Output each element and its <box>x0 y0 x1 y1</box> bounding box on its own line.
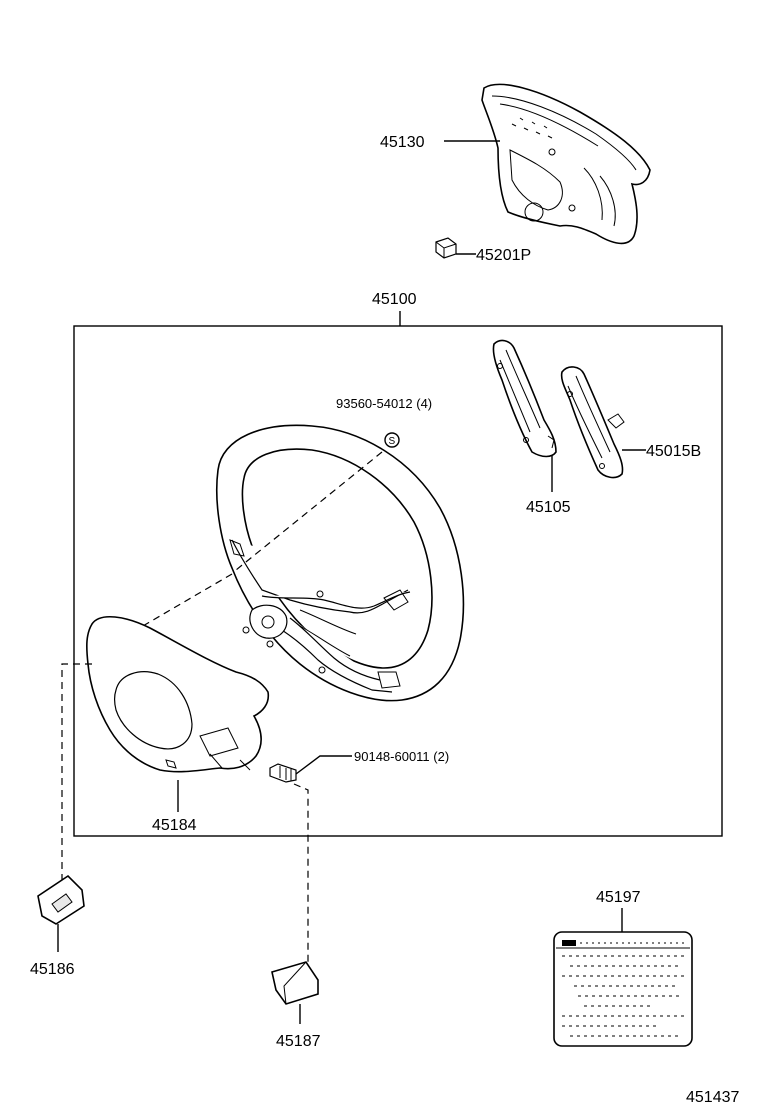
switch-right-part <box>560 366 625 479</box>
label-45201P: 45201P <box>476 247 531 264</box>
dashed-guide-45187 <box>293 783 309 962</box>
lower-cover-part <box>86 615 270 773</box>
label-bolt: 90148-60011 (2) <box>354 749 449 764</box>
steering-pad-part <box>481 83 651 245</box>
assembly-boundary-box <box>73 325 723 837</box>
switch-left-part <box>492 339 557 458</box>
label-45105: 45105 <box>526 499 571 516</box>
leader-bolt <box>295 755 352 775</box>
dashed-guide-cover <box>135 573 233 631</box>
label-45015B: 45015B <box>646 443 701 460</box>
small-cover-part <box>37 874 85 925</box>
bolt-part <box>269 763 297 783</box>
caution-label-part <box>553 931 693 1047</box>
label-screw: 93560-54012 (4) <box>336 396 432 411</box>
dashed-guide-45186 <box>61 663 92 884</box>
label-45184: 45184 <box>152 817 197 834</box>
steering-wheel-part <box>215 424 465 702</box>
label-45186: 45186 <box>30 961 75 978</box>
pad-nut-part <box>435 237 457 259</box>
label-45187: 45187 <box>276 1033 321 1050</box>
label-45197: 45197 <box>596 889 641 906</box>
screw-symbol-letter: S <box>389 436 396 447</box>
dashed-guide-screw <box>235 451 383 571</box>
label-45130: 45130 <box>380 134 425 151</box>
label-45100: 45100 <box>372 291 417 308</box>
plug-part <box>271 961 319 1005</box>
diagram-id: 451437 <box>686 1089 739 1106</box>
screw-symbol-circle <box>384 432 400 448</box>
